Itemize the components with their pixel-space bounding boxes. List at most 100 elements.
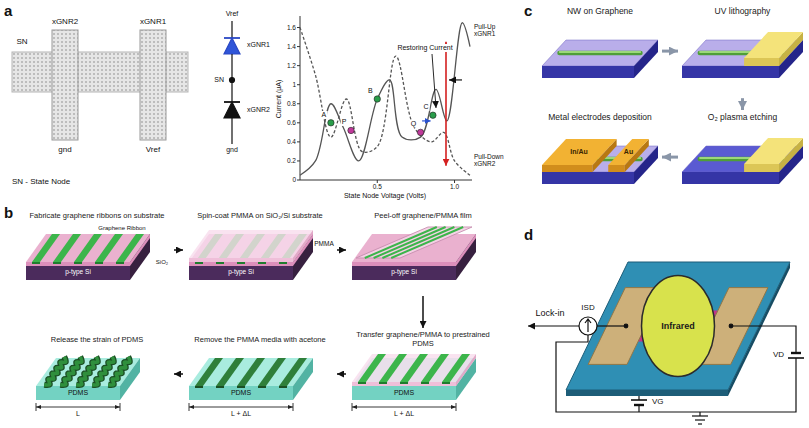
- tick-label: 0.6: [287, 119, 296, 126]
- tick-mark: [377, 180, 378, 183]
- oxide-layer: [352, 262, 456, 266]
- step-illustration: [22, 224, 172, 294]
- curve-label: Pull-Up xGNR1: [474, 23, 510, 38]
- spot-label: Infrared: [661, 321, 695, 332]
- current-meter: [579, 317, 597, 335]
- tick-label: 1.4: [287, 43, 296, 50]
- step-arrow: [337, 249, 346, 251]
- step-arrow: [662, 156, 678, 159]
- step-arrow: [337, 373, 346, 375]
- part-label: p-type Si: [228, 268, 254, 275]
- graphene-ribbon: [74, 234, 102, 262]
- operating-point: [328, 120, 334, 126]
- oxide-layer: [26, 262, 130, 266]
- point-label: Q: [410, 120, 417, 128]
- dimension-arrow: [36, 405, 41, 409]
- process-step: Transfer graphene/PMMA to prestrained PD…: [348, 330, 498, 418]
- panel-letter: b: [4, 204, 13, 221]
- battery-plate: [631, 399, 647, 401]
- part-label: PDMS: [68, 389, 88, 397]
- graphene-ribbon: [400, 382, 408, 384]
- step-caption: Metal electrodes deposition: [540, 112, 660, 122]
- oxide-layer: [456, 234, 476, 266]
- ribbon-label: xGNR1: [140, 17, 166, 26]
- graphene-ribbon: [116, 234, 144, 262]
- ground-symbol: [698, 423, 702, 424]
- step-illustration: [348, 224, 498, 294]
- crossbar-schematic: [12, 30, 188, 140]
- dimension-arrow: [288, 405, 293, 409]
- step-illustration: [540, 16, 660, 96]
- schematic-note: SN - State Node: [12, 177, 70, 186]
- terminal-label: Vref: [226, 10, 239, 18]
- graphene-ribbon: [358, 354, 386, 382]
- step-caption: UV lithography: [680, 6, 805, 16]
- graphene-ribbon: [216, 262, 224, 264]
- graphene-ribbon: [379, 382, 387, 384]
- iv-chart: [297, 16, 472, 183]
- step-caption: Remove the PMMA media with acetone: [185, 330, 335, 348]
- part-label: p-type Si: [65, 268, 91, 275]
- point-label: C: [422, 103, 429, 111]
- part-label: In/Au: [570, 148, 588, 156]
- graphene-ribbon: [237, 262, 245, 264]
- graphene-ribbon: [32, 262, 40, 264]
- axis-title: Current (μA): [275, 80, 283, 119]
- point-label: B: [367, 87, 374, 95]
- graphene-ribbon: [258, 262, 266, 264]
- wire: [231, 118, 232, 144]
- ground-symbol: [692, 415, 708, 416]
- wire: [638, 405, 639, 412]
- tick-label: 1.0: [450, 183, 459, 190]
- operating-point: [430, 112, 436, 118]
- tick-label: 0.8: [287, 100, 296, 107]
- graphene-ribbon: [195, 386, 203, 388]
- pmma-layer: [352, 354, 476, 382]
- signal-label: ISD: [581, 303, 594, 312]
- step-illustration: [185, 224, 335, 294]
- dimension-arrow: [115, 405, 120, 409]
- x-axis: [300, 180, 472, 181]
- point-label: A: [321, 111, 328, 119]
- photoresist: [744, 164, 779, 172]
- graphene-ribbon: [379, 354, 407, 382]
- process-step: UV lithography: [680, 6, 805, 96]
- substrate-front: [352, 262, 456, 280]
- contact-dot: [624, 324, 628, 328]
- metal-pad: [542, 165, 593, 172]
- process-step: Fabricate graphene ribbons on substrate: [22, 206, 172, 294]
- tick-mark: [297, 103, 300, 104]
- tick-label: 1.2: [287, 62, 296, 69]
- graphene-ribbon: [442, 382, 450, 384]
- substrate-front: [189, 386, 293, 400]
- step-arrow: [741, 98, 744, 110]
- substrate-front: [352, 386, 456, 400]
- infrared-spot: Infrared: [640, 274, 716, 378]
- process-step: Peel-off graphene/PMMA film: [348, 206, 498, 294]
- dimension-line: [352, 407, 456, 408]
- dimension-line: [36, 407, 120, 408]
- dimension-label: L: [76, 410, 80, 418]
- substrate-top: [189, 358, 313, 386]
- step-caption: Peel-off graphene/PMMA film: [348, 206, 498, 224]
- graphene-ribbon: [400, 354, 428, 382]
- step-arrow: [174, 373, 183, 375]
- graphene-ribbon: [358, 382, 366, 384]
- part-label: PMMA: [314, 240, 334, 247]
- ground-symbol: [695, 419, 705, 420]
- tick-mark: [297, 180, 300, 181]
- process-step: NW on Graphene: [540, 6, 660, 96]
- tick-mark: [297, 141, 300, 142]
- operating-point: [374, 96, 380, 102]
- wire: [231, 21, 232, 38]
- step-caption: O₂ plasma etching: [680, 112, 805, 122]
- graphene-ribbon: [279, 386, 287, 388]
- step-caption: Spin-coat PMMA on SiO₂/Si substrate: [185, 206, 335, 224]
- part-label: PDMS: [394, 389, 414, 397]
- terminal-label: Vref: [146, 145, 160, 154]
- contact-dot: [729, 324, 733, 328]
- meter-arrow: [585, 319, 591, 332]
- graphene-ribbon: [258, 358, 286, 386]
- xgnr-ribbon: [52, 30, 78, 140]
- device-label: xGNR1: [247, 41, 270, 49]
